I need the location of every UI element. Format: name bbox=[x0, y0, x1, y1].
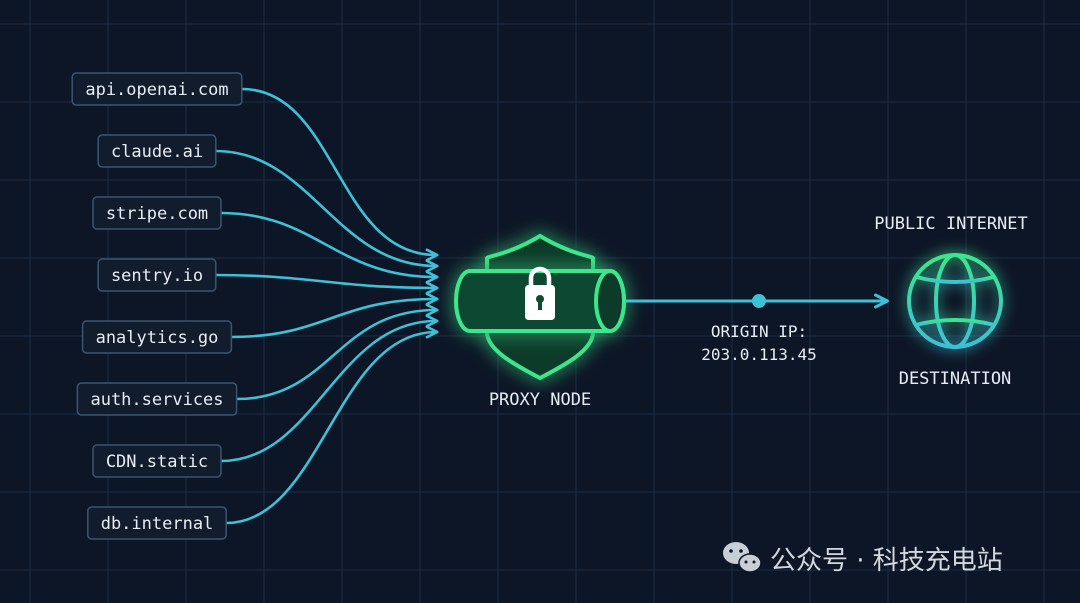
connection-line bbox=[220, 211, 439, 284]
connection-line bbox=[241, 87, 439, 262]
source-domain-box: CDN.static bbox=[92, 444, 222, 478]
connection-line bbox=[226, 325, 439, 525]
source-domain-label: auth.services bbox=[90, 390, 223, 410]
destination: PUBLIC INTERNET DESTINATION bbox=[874, 214, 1028, 389]
origin-ip-node bbox=[752, 294, 766, 308]
connection-line bbox=[231, 292, 439, 339]
source-domain-label: CDN.static bbox=[106, 452, 208, 472]
source-box-frame bbox=[97, 134, 217, 168]
watermark-text: 公众号 · 科技充电站 bbox=[770, 546, 1003, 576]
source-box-frame bbox=[97, 258, 217, 292]
source-domain-label: analytics.go bbox=[96, 328, 219, 348]
wechat-icon bbox=[723, 542, 762, 573]
globe-icon bbox=[907, 253, 1003, 349]
public-internet-label: PUBLIC INTERNET bbox=[874, 214, 1028, 234]
source-domain-label: sentry.io bbox=[111, 266, 203, 286]
source-box-frame bbox=[71, 72, 243, 106]
source-box-frame bbox=[92, 196, 222, 230]
destination-label: DESTINATION bbox=[899, 369, 1012, 389]
source-domain-box: db.internal bbox=[87, 506, 227, 540]
lock-icon bbox=[525, 266, 555, 320]
origin-ip-label: ORIGIN IP: bbox=[711, 322, 807, 341]
source-domain-label: stripe.com bbox=[106, 204, 208, 224]
output-connection: ORIGIN IP: 203.0.113.45 bbox=[626, 293, 889, 364]
connection-line bbox=[236, 303, 439, 401]
source-domain-box: stripe.com bbox=[92, 196, 222, 230]
source-domain-box: sentry.io bbox=[97, 258, 217, 292]
source-domain-label: claude.ai bbox=[111, 142, 203, 162]
watermark: 公众号 · 科技充电站 bbox=[723, 542, 1003, 576]
source-domain-label: db.internal bbox=[101, 514, 214, 534]
source-domain-list: api.openai.com claude.ai stripe.com sentry.… bbox=[71, 72, 243, 540]
source-box-frame bbox=[81, 320, 233, 354]
connection-lines bbox=[215, 87, 439, 525]
proxy-node: PROXY NODE bbox=[454, 233, 626, 410]
source-box-frame bbox=[92, 444, 222, 478]
proxy-node-label: PROXY NODE bbox=[489, 390, 591, 410]
source-domain-box: claude.ai bbox=[97, 134, 217, 168]
source-box-frame bbox=[87, 506, 227, 540]
origin-ip-address: 203.0.113.45 bbox=[701, 345, 817, 364]
source-domain-box: auth.services bbox=[76, 382, 238, 416]
source-domain-box: api.openai.com bbox=[71, 72, 243, 106]
connection-line bbox=[215, 273, 439, 295]
source-domain-label: api.openai.com bbox=[85, 80, 228, 100]
source-box-frame bbox=[76, 382, 238, 416]
connection-line bbox=[220, 314, 439, 463]
source-domain-box: analytics.go bbox=[81, 320, 233, 354]
connection-line bbox=[215, 149, 439, 273]
